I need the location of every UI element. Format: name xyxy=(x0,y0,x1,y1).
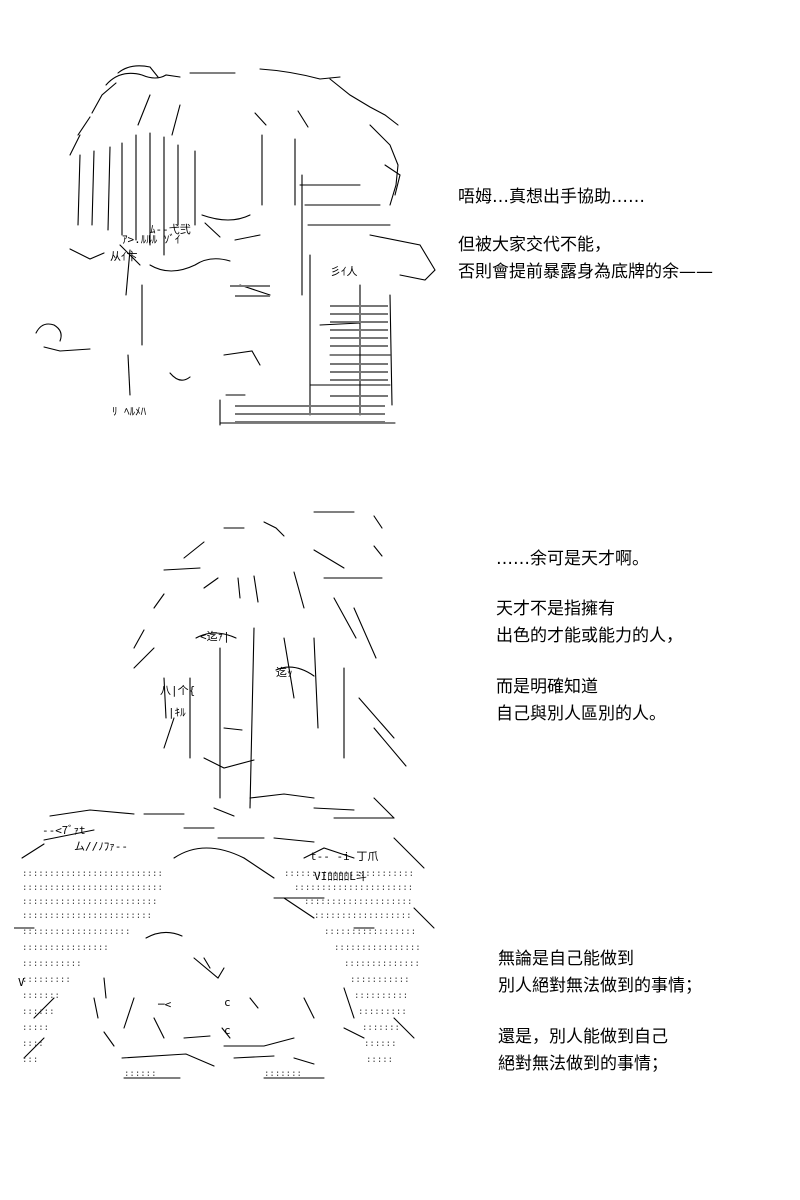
svg-text:::::::::::::::::::::: :::::::::::::::::::: xyxy=(304,897,412,907)
svg-text:c: c xyxy=(224,996,231,1009)
svg-text::::: ::: xyxy=(22,1055,38,1065)
dialogue-block: 但被大家交代不能， 否則會提前暴露身為底牌的余—— xyxy=(458,232,713,286)
dialogue-block: 還是，別人能做到自己 絕對無法做到的事情； xyxy=(498,1024,668,1078)
dialogue-line: 唔姆…真想出手協助…… xyxy=(458,187,645,207)
dialogue-line: ……余可是天才啊。 xyxy=(496,549,649,569)
dialogue-line: 還是，別人能做到自己 xyxy=(498,1027,668,1047)
svg-text::::::::::::::::::::::::::: ::::::::::::::::::::::::: xyxy=(22,897,157,907)
svg-text:ﾑ-‐弋弐: ﾑ-‐弋弐 xyxy=(150,223,191,236)
svg-text:::::::::::::::::::::: :::::::::::::::::::: xyxy=(22,927,130,937)
svg-text::::::::: ::::::: xyxy=(264,1069,302,1079)
svg-text::::::::::: ::::::::: xyxy=(22,975,71,985)
dialogue-line: 而是明確知道 xyxy=(496,677,598,697)
svg-text:::::: :::: xyxy=(22,1039,44,1049)
ascii-art-character-side-icon: ｱ>.ﾙﾙﾙ ｿﾞｲ ﾑ-‐弋弐 从ｲ卞 彡ｲ人 ﾘ ﾍﾙﾒﾊ xyxy=(30,55,450,435)
svg-text:::::::::::::::::::: :::::::::::::::::: xyxy=(314,911,412,921)
svg-text::::::::: ::::::: xyxy=(362,1023,400,1033)
dialogue-block: 唔姆…真想出手協助…… xyxy=(458,184,645,211)
svg-text:::::::::::::::::::::::::: :::::::::::::::::::::::: xyxy=(22,911,152,921)
svg-text:八|个{: 八|个{ xyxy=(160,684,195,697)
svg-text:彡ｲ人: 彡ｲ人 xyxy=(330,265,358,278)
svg-text:::::::::::::::::::::::::::: :::::::::::::::::::::::::: xyxy=(22,869,163,879)
svg-text::::::: ::::: xyxy=(22,1023,49,1033)
ascii-art-character-front-icon: :::::::::::::::::::::::::: :::::::::::::… xyxy=(14,498,454,1088)
dialogue-line: 但被大家交代不能， xyxy=(458,235,611,255)
dialogue-line: 否則會提前暴露身為底牌的余—— xyxy=(458,262,713,282)
dialogue-line: 自己與別人區別的人。 xyxy=(496,704,666,724)
svg-text:c: c xyxy=(224,1024,231,1037)
dialogue-block: 天才不是指擁有 出色的才能或能力的人， xyxy=(496,596,683,650)
svg-text:ム//ﾉﾌｧ-‐: ム//ﾉﾌｧ-‐ xyxy=(74,840,128,853)
svg-text:::::::::::::::::::::::: :::::::::::::::::::::: xyxy=(294,883,413,893)
svg-text:ｱ>.ﾙﾙﾙ ｿﾞｲ: ｱ>.ﾙﾙﾙ ｿﾞｲ xyxy=(122,233,180,246)
svg-text:迄ｯ: 迄ｯ xyxy=(276,665,293,679)
svg-text:::::::::::::::::: :::::::::::::::: xyxy=(22,943,109,953)
svg-text::::::::::::: ::::::::::: xyxy=(22,959,82,969)
svg-text:V: V xyxy=(18,976,25,989)
svg-text:从ｲ卞: 从ｲ卞 xyxy=(110,249,138,263)
svg-text::::::::::: ::::::::: xyxy=(358,1007,407,1017)
svg-text::::::::::::::::::: ::::::::::::::::: xyxy=(324,927,416,937)
dialogue-line: 天才不是指擁有 xyxy=(496,599,615,619)
panel-bottom: :::::::::::::::::::::::::: :::::::::::::… xyxy=(0,470,800,1200)
dialogue-block: 而是明確知道 自己與別人區別的人。 xyxy=(496,674,666,728)
svg-text::::::::::::: ::::::::::: xyxy=(350,975,410,985)
svg-text:::::::: :::::: xyxy=(22,1007,55,1017)
dialogue-block: ……余可是天才啊。 xyxy=(496,546,649,573)
svg-text::::::::: ::::::: xyxy=(22,991,60,1001)
svg-text:t‐‐ -i 丁爪: t‐‐ -i 丁爪 xyxy=(310,850,378,863)
dialogue-block: 無論是自己能做到 別人絕對無法做到的事情； xyxy=(498,946,702,1000)
svg-text:VIﾛﾛﾛﾛL斗: VIﾛﾛﾛﾛL斗 xyxy=(314,870,367,883)
svg-text:-‐<7ﾞｧt: -‐<7ﾞｧt xyxy=(42,824,86,837)
dialogue-line: 出色的才能或能力的人， xyxy=(496,626,683,646)
svg-text:::::::: :::::: xyxy=(124,1069,157,1079)
svg-text:::::::::::::::: :::::::::::::: xyxy=(344,959,420,969)
svg-text:<迄ｧ|: <迄ｧ| xyxy=(200,629,230,643)
svg-text:::::::::::::::::: :::::::::::::::: xyxy=(334,943,421,953)
dialogue-line: 無論是自己能做到 xyxy=(498,949,634,969)
panel-top: ｱ>.ﾙﾙﾙ ｿﾞｲ ﾑ-‐弋弐 从ｲ卞 彡ｲ人 ﾘ ﾍﾙﾒﾊ 唔姆…真想出手協… xyxy=(0,0,800,470)
svg-text:::::::::::::::::::::::::::: :::::::::::::::::::::::::: xyxy=(22,883,163,893)
svg-text:::::::::::::::::::::::::: :::::::::::::::::::::::: xyxy=(284,869,414,879)
svg-text:::::::::::: :::::::::: xyxy=(354,991,408,1001)
dialogue-line: 絕對無法做到的事情； xyxy=(498,1054,668,1074)
svg-text:::::::: :::::: xyxy=(364,1039,397,1049)
svg-text::::::: ::::: xyxy=(366,1055,393,1065)
svg-text:|ｷﾙ: |ｷﾙ xyxy=(168,706,186,719)
dialogue-line: 別人絕對無法做到的事情； xyxy=(498,976,702,996)
svg-text:ﾘ ﾍﾙﾒﾊ: ﾘ ﾍﾙﾒﾊ xyxy=(112,405,147,418)
svg-text:─<: ─< xyxy=(157,998,172,1011)
